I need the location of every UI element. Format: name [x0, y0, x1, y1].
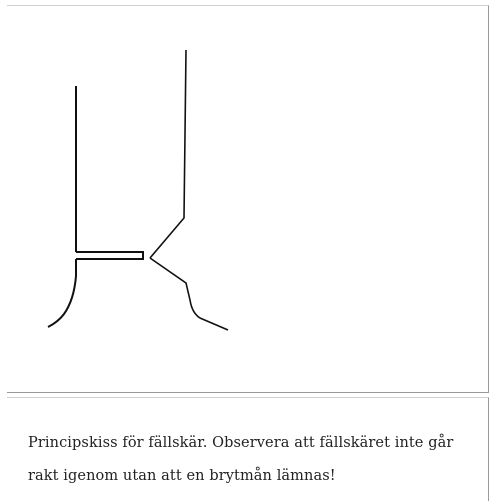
- caption-panel: [7, 397, 489, 501]
- figure-caption: Principskiss för fällskär. Observera att…: [28, 435, 454, 484]
- left-root-flare: [47, 259, 77, 328]
- right-trunk-edge: [149, 49, 187, 259]
- felling-cut-slot: [76, 251, 144, 260]
- notch-lower-face: [149, 257, 229, 331]
- sketch-panel: [7, 5, 489, 393]
